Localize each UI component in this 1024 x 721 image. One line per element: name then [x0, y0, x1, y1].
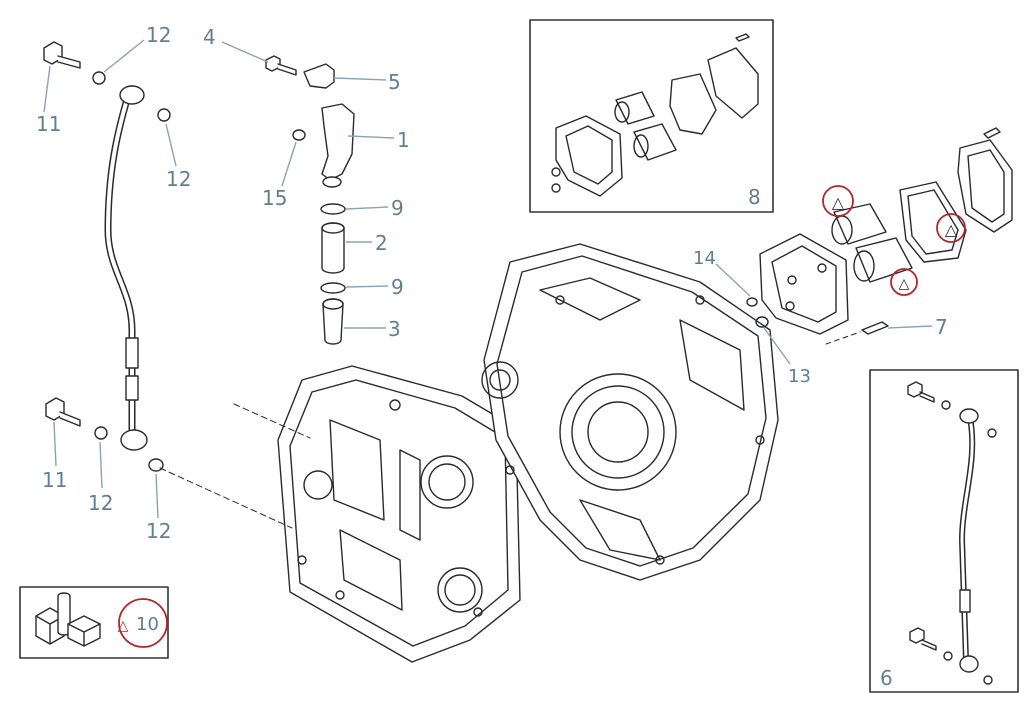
- callout-5: 5: [388, 70, 401, 94]
- highlight-circle-a: [822, 185, 854, 217]
- washer-13: [755, 316, 769, 328]
- banjo-bolt-upper: [43, 41, 81, 69]
- bolt-7: [861, 321, 889, 335]
- callout-8: 8: [748, 185, 761, 209]
- warning-triangle-icon: △: [118, 618, 129, 634]
- seal-washer-12c: [94, 426, 108, 440]
- inset-8-gasket: [669, 73, 717, 135]
- flywheel-housing: [481, 243, 779, 581]
- sleeve-3: [322, 298, 344, 345]
- cover-plate-right: [957, 139, 1013, 233]
- callout-9: 9: [391, 196, 404, 220]
- inset-8-spacer-b: [633, 123, 677, 161]
- leader-dashed-bracket: [233, 403, 311, 439]
- inset-box-6: [869, 369, 1019, 693]
- sealant-icon: [35, 592, 101, 647]
- callout-15: 15: [262, 186, 287, 210]
- callout-11: 11: [42, 468, 67, 492]
- callout-3: 3: [388, 317, 401, 341]
- callout-1: 1: [397, 128, 410, 152]
- inset-6-pipe: [959, 408, 979, 673]
- highlight-circle-10: [118, 598, 168, 648]
- inset-8-cover: [555, 115, 623, 197]
- callout-6: 6: [880, 666, 893, 690]
- callout-11: 11: [36, 112, 61, 136]
- seal-washer-12a: [92, 71, 106, 85]
- bolt-4: [265, 55, 297, 76]
- seal-washer-12d: [148, 458, 164, 472]
- leader-dashed-front: [159, 467, 293, 529]
- highlight-circle-c: [890, 268, 918, 296]
- seal-washer-12b: [157, 108, 171, 122]
- callout-10: 10: [136, 614, 159, 635]
- inset-6-bolt-lower: [909, 627, 937, 651]
- inset-8-plate: [707, 47, 759, 119]
- seal-ring-9-upper: [320, 203, 346, 215]
- tube-2: [321, 222, 345, 274]
- gasket: [899, 181, 967, 263]
- oil-pipe-left: [104, 85, 148, 451]
- warning-triangle-icon: △: [832, 193, 845, 212]
- washer-14: [746, 297, 758, 307]
- warning-triangle-icon: △: [945, 220, 958, 239]
- highlight-circle-b: [936, 213, 966, 243]
- warning-triangle-icon: △: [899, 276, 910, 292]
- cover-assembly-right: [759, 233, 849, 335]
- bolt-top-right: [983, 127, 1001, 139]
- elbow-pipe-1: [321, 103, 355, 181]
- callout-12: 12: [88, 491, 113, 515]
- callout-14: 14: [693, 248, 716, 269]
- callout-12: 12: [166, 167, 191, 191]
- timing-cover-front: [277, 365, 521, 663]
- callout-7: 7: [935, 315, 948, 339]
- callout-13: 13: [788, 366, 811, 387]
- callout-12: 12: [146, 23, 171, 47]
- seal-ring-9-lower: [320, 282, 346, 294]
- callout-2: 2: [375, 231, 388, 255]
- o-ring-15: [292, 129, 306, 141]
- callout-12: 12: [146, 519, 171, 543]
- leader-dashed-bolt7: [825, 331, 861, 345]
- bracket-5: [303, 63, 335, 89]
- banjo-bolt-lower: [45, 397, 81, 427]
- callout-9: 9: [391, 275, 404, 299]
- callout-4: 4: [203, 25, 216, 49]
- inset-6-bolt-upper: [907, 381, 935, 403]
- inset-8-spacer-a: [615, 91, 655, 125]
